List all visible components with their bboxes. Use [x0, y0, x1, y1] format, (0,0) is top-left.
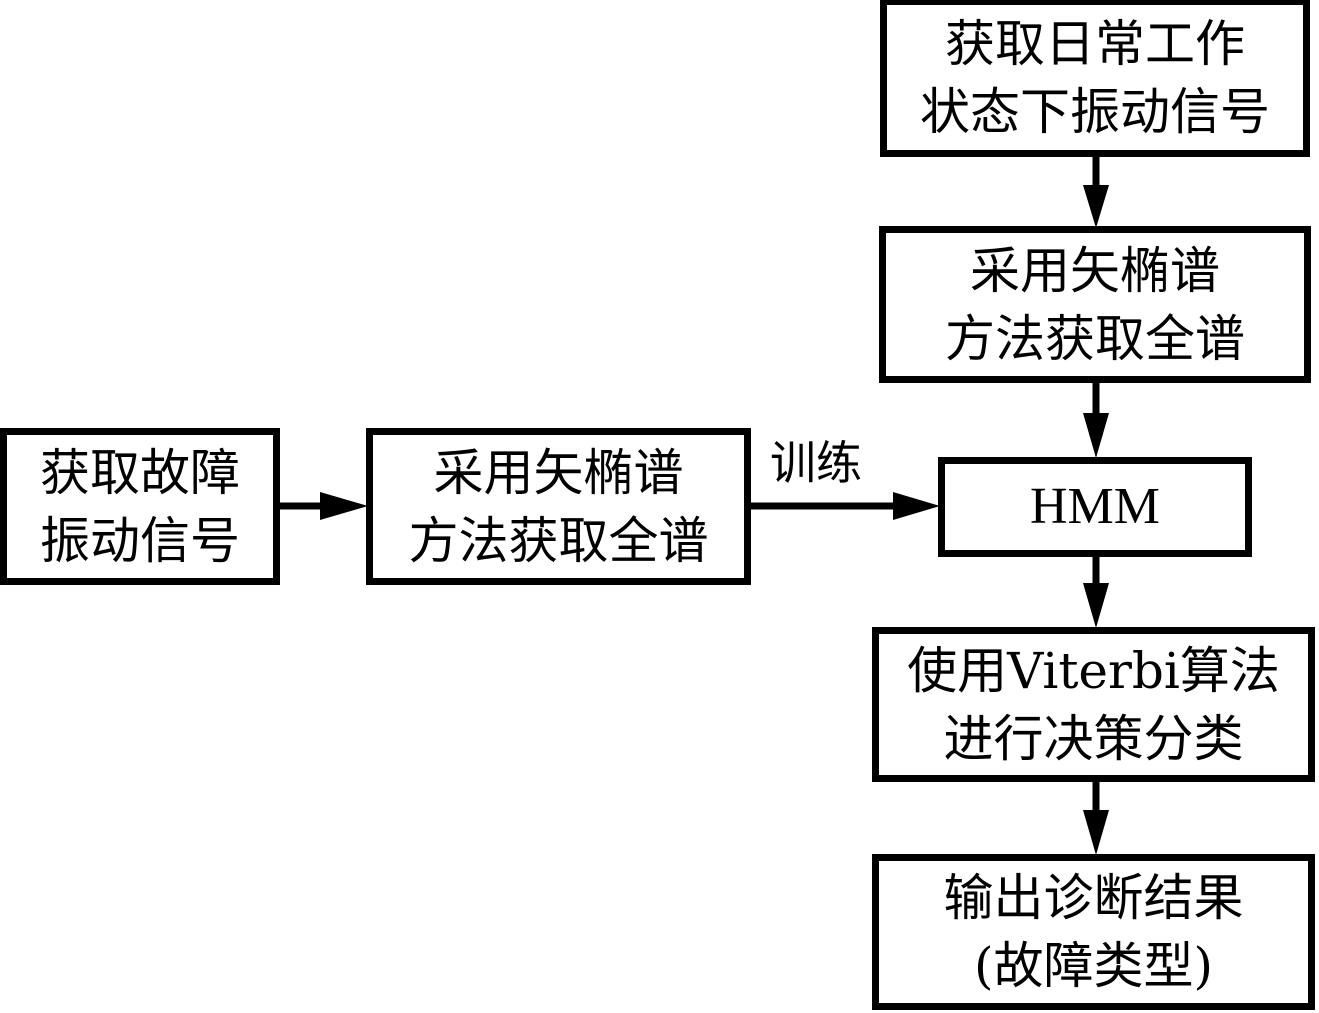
edge-label-train: 训练 [770, 436, 862, 490]
arrow-hmm-to-viterbi [1083, 556, 1109, 628]
node-text: 状态下振动信号 [920, 82, 1270, 141]
node-text: 振动信号 [40, 511, 240, 570]
node-text: 采用矢椭谱 [433, 443, 684, 502]
node-fault-spectrum: 采用矢椭谱 方法获取全谱 [366, 428, 751, 585]
arrow-normal-spectrum-to-hmm [1083, 382, 1109, 458]
node-text: 获取日常工作 [945, 14, 1245, 73]
arrow-fault-spectrum-to-hmm [749, 492, 940, 520]
node-text: 获取故障 [40, 443, 240, 502]
node-text: 进行决策分类 [943, 709, 1244, 768]
node-normal-signal: 获取日常工作 状态下振动信号 [880, 0, 1310, 157]
node-hmm: HMM [938, 457, 1252, 557]
node-text: 采用矢椭谱 [970, 241, 1220, 300]
node-text: 方法获取全谱 [945, 309, 1245, 368]
node-normal-spectrum: 采用矢椭谱 方法获取全谱 [879, 226, 1311, 383]
node-text: HMM [1029, 478, 1161, 535]
arrow-normal-signal-to-spectrum [1083, 157, 1109, 228]
node-text: 方法获取全谱 [408, 511, 709, 570]
node-text: (故障类型) [973, 937, 1213, 995]
node-fault-signal: 获取故障 振动信号 [0, 428, 280, 585]
arrow-viterbi-to-output [1083, 781, 1109, 855]
node-viterbi: 使用Viterbi算法 进行决策分类 [872, 627, 1315, 782]
node-text: 输出诊断结果 [943, 869, 1244, 927]
arrow-fault-signal-to-spectrum [278, 492, 368, 520]
node-text: 使用Viterbi算法 [907, 641, 1280, 700]
node-output: 输出诊断结果 (故障类型) [872, 854, 1315, 1010]
